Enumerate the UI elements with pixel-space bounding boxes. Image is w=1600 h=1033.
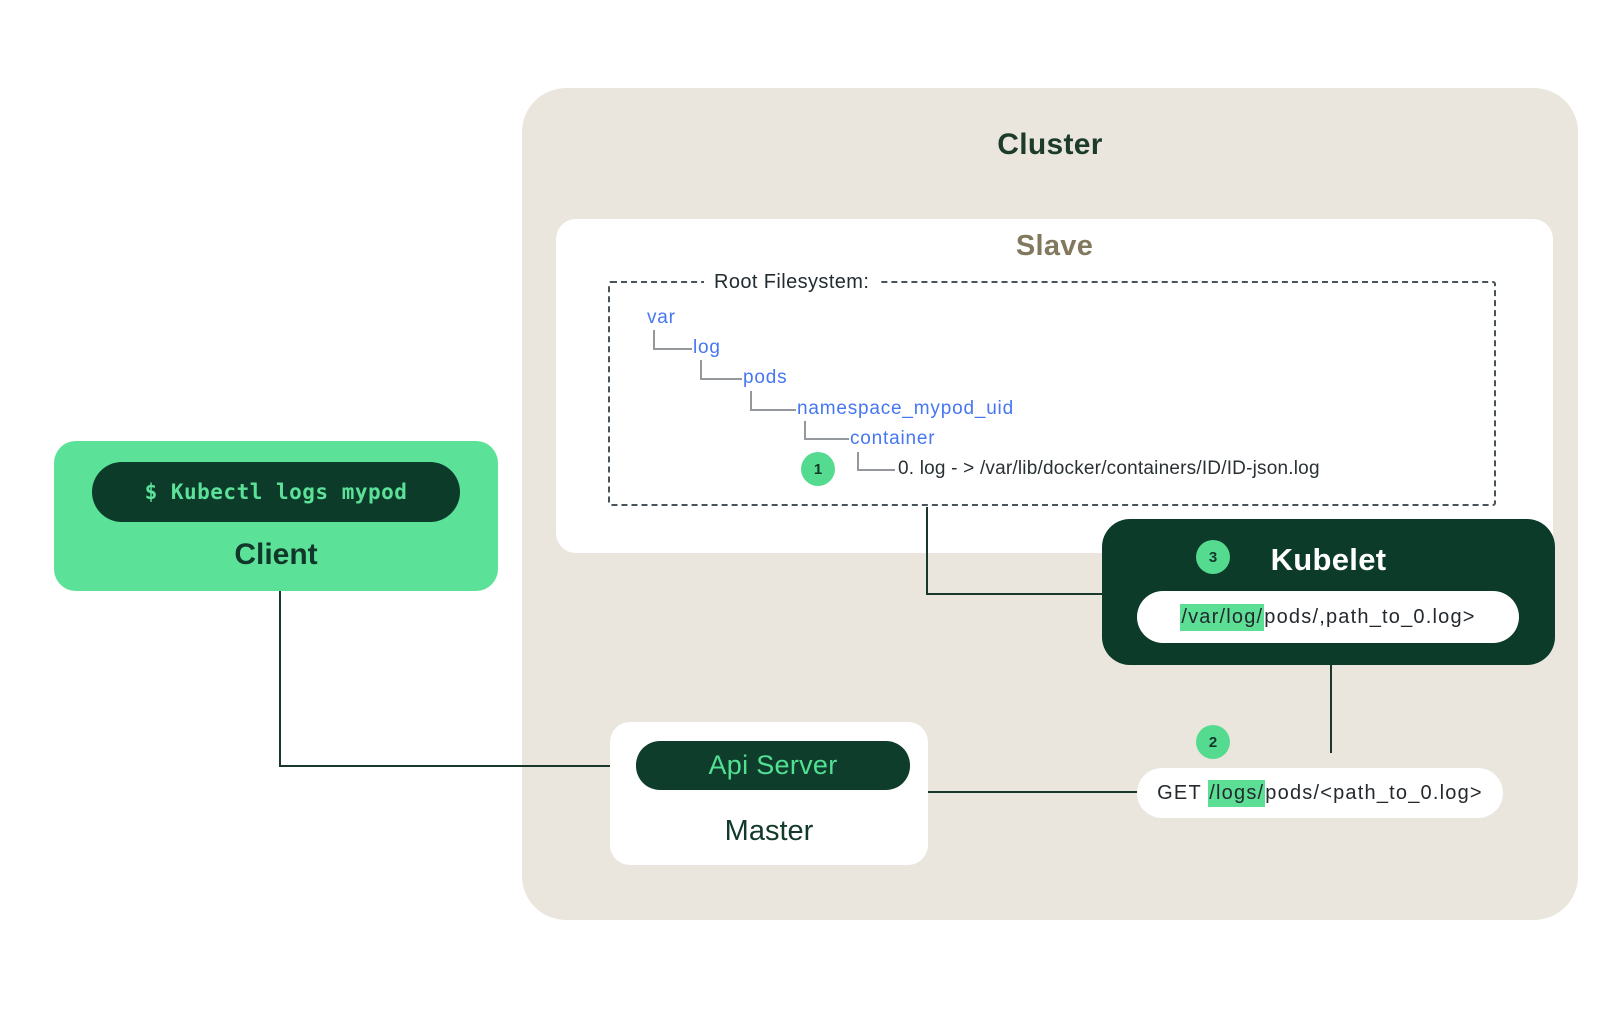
get-request-rest: pods/<path_to_0.log> xyxy=(1265,781,1483,804)
tree-leaf-log-symlink: 0. log - > /var/lib/docker/containers/ID… xyxy=(898,458,1320,479)
client-box: $ Kubectl logs mypod Client xyxy=(54,441,498,591)
kubelet-path-highlight: /var/log/ xyxy=(1180,603,1265,631)
master-label: Master xyxy=(724,815,814,847)
kubelet-path-pill: /var/log/pods/,path_to_0.log> xyxy=(1137,591,1519,643)
tree-node-log: log xyxy=(693,337,721,358)
root-filesystem-frame: Root Filesystem: xyxy=(608,268,1496,506)
tree-elbow-var-log xyxy=(653,330,692,350)
get-request-pill: GET /logs/pods/<path_to_0.log> xyxy=(1137,768,1503,818)
tree-elbow-pods-namespace xyxy=(750,391,796,411)
api-server-pill: Api Server xyxy=(636,741,910,790)
client-label: Client xyxy=(234,538,318,571)
step-2-badge: 2 xyxy=(1196,725,1230,759)
cluster-title: Cluster xyxy=(997,128,1103,161)
tree-elbow-namespace-container xyxy=(804,421,849,440)
step-1-badge: 1 xyxy=(801,452,835,486)
get-request-method: GET xyxy=(1157,781,1209,804)
tree-node-container: container xyxy=(850,428,936,449)
connector-kubelet-to-request xyxy=(1330,665,1332,753)
connector-master-to-request xyxy=(928,791,1137,793)
connector-logfile-to-kubelet xyxy=(926,507,1104,595)
root-filesystem-label: Root Filesystem: xyxy=(704,268,880,296)
kubectl-command-pill: $ Kubectl logs mypod xyxy=(92,462,460,522)
tree-node-var: var xyxy=(647,307,676,328)
get-request-highlight: /logs/ xyxy=(1208,779,1266,807)
tree-node-namespace-mypod-uid: namespace_mypod_uid xyxy=(797,398,1014,419)
kubelet-path-rest: pods/,path_to_0.log> xyxy=(1264,605,1476,628)
kubelet-box: 3 Kubelet /var/log/pods/,path_to_0.log> xyxy=(1102,519,1555,665)
tree-node-pods: pods xyxy=(743,367,788,388)
kubelet-title: Kubelet xyxy=(1270,542,1387,577)
tree-elbow-container-log xyxy=(857,452,895,471)
tree-elbow-log-pods xyxy=(700,360,742,380)
slave-title: Slave xyxy=(1015,230,1094,262)
step-3-badge: 3 xyxy=(1196,540,1230,574)
connector-client-to-apiserver xyxy=(279,591,638,767)
master-box: Api Server Master xyxy=(610,722,928,865)
